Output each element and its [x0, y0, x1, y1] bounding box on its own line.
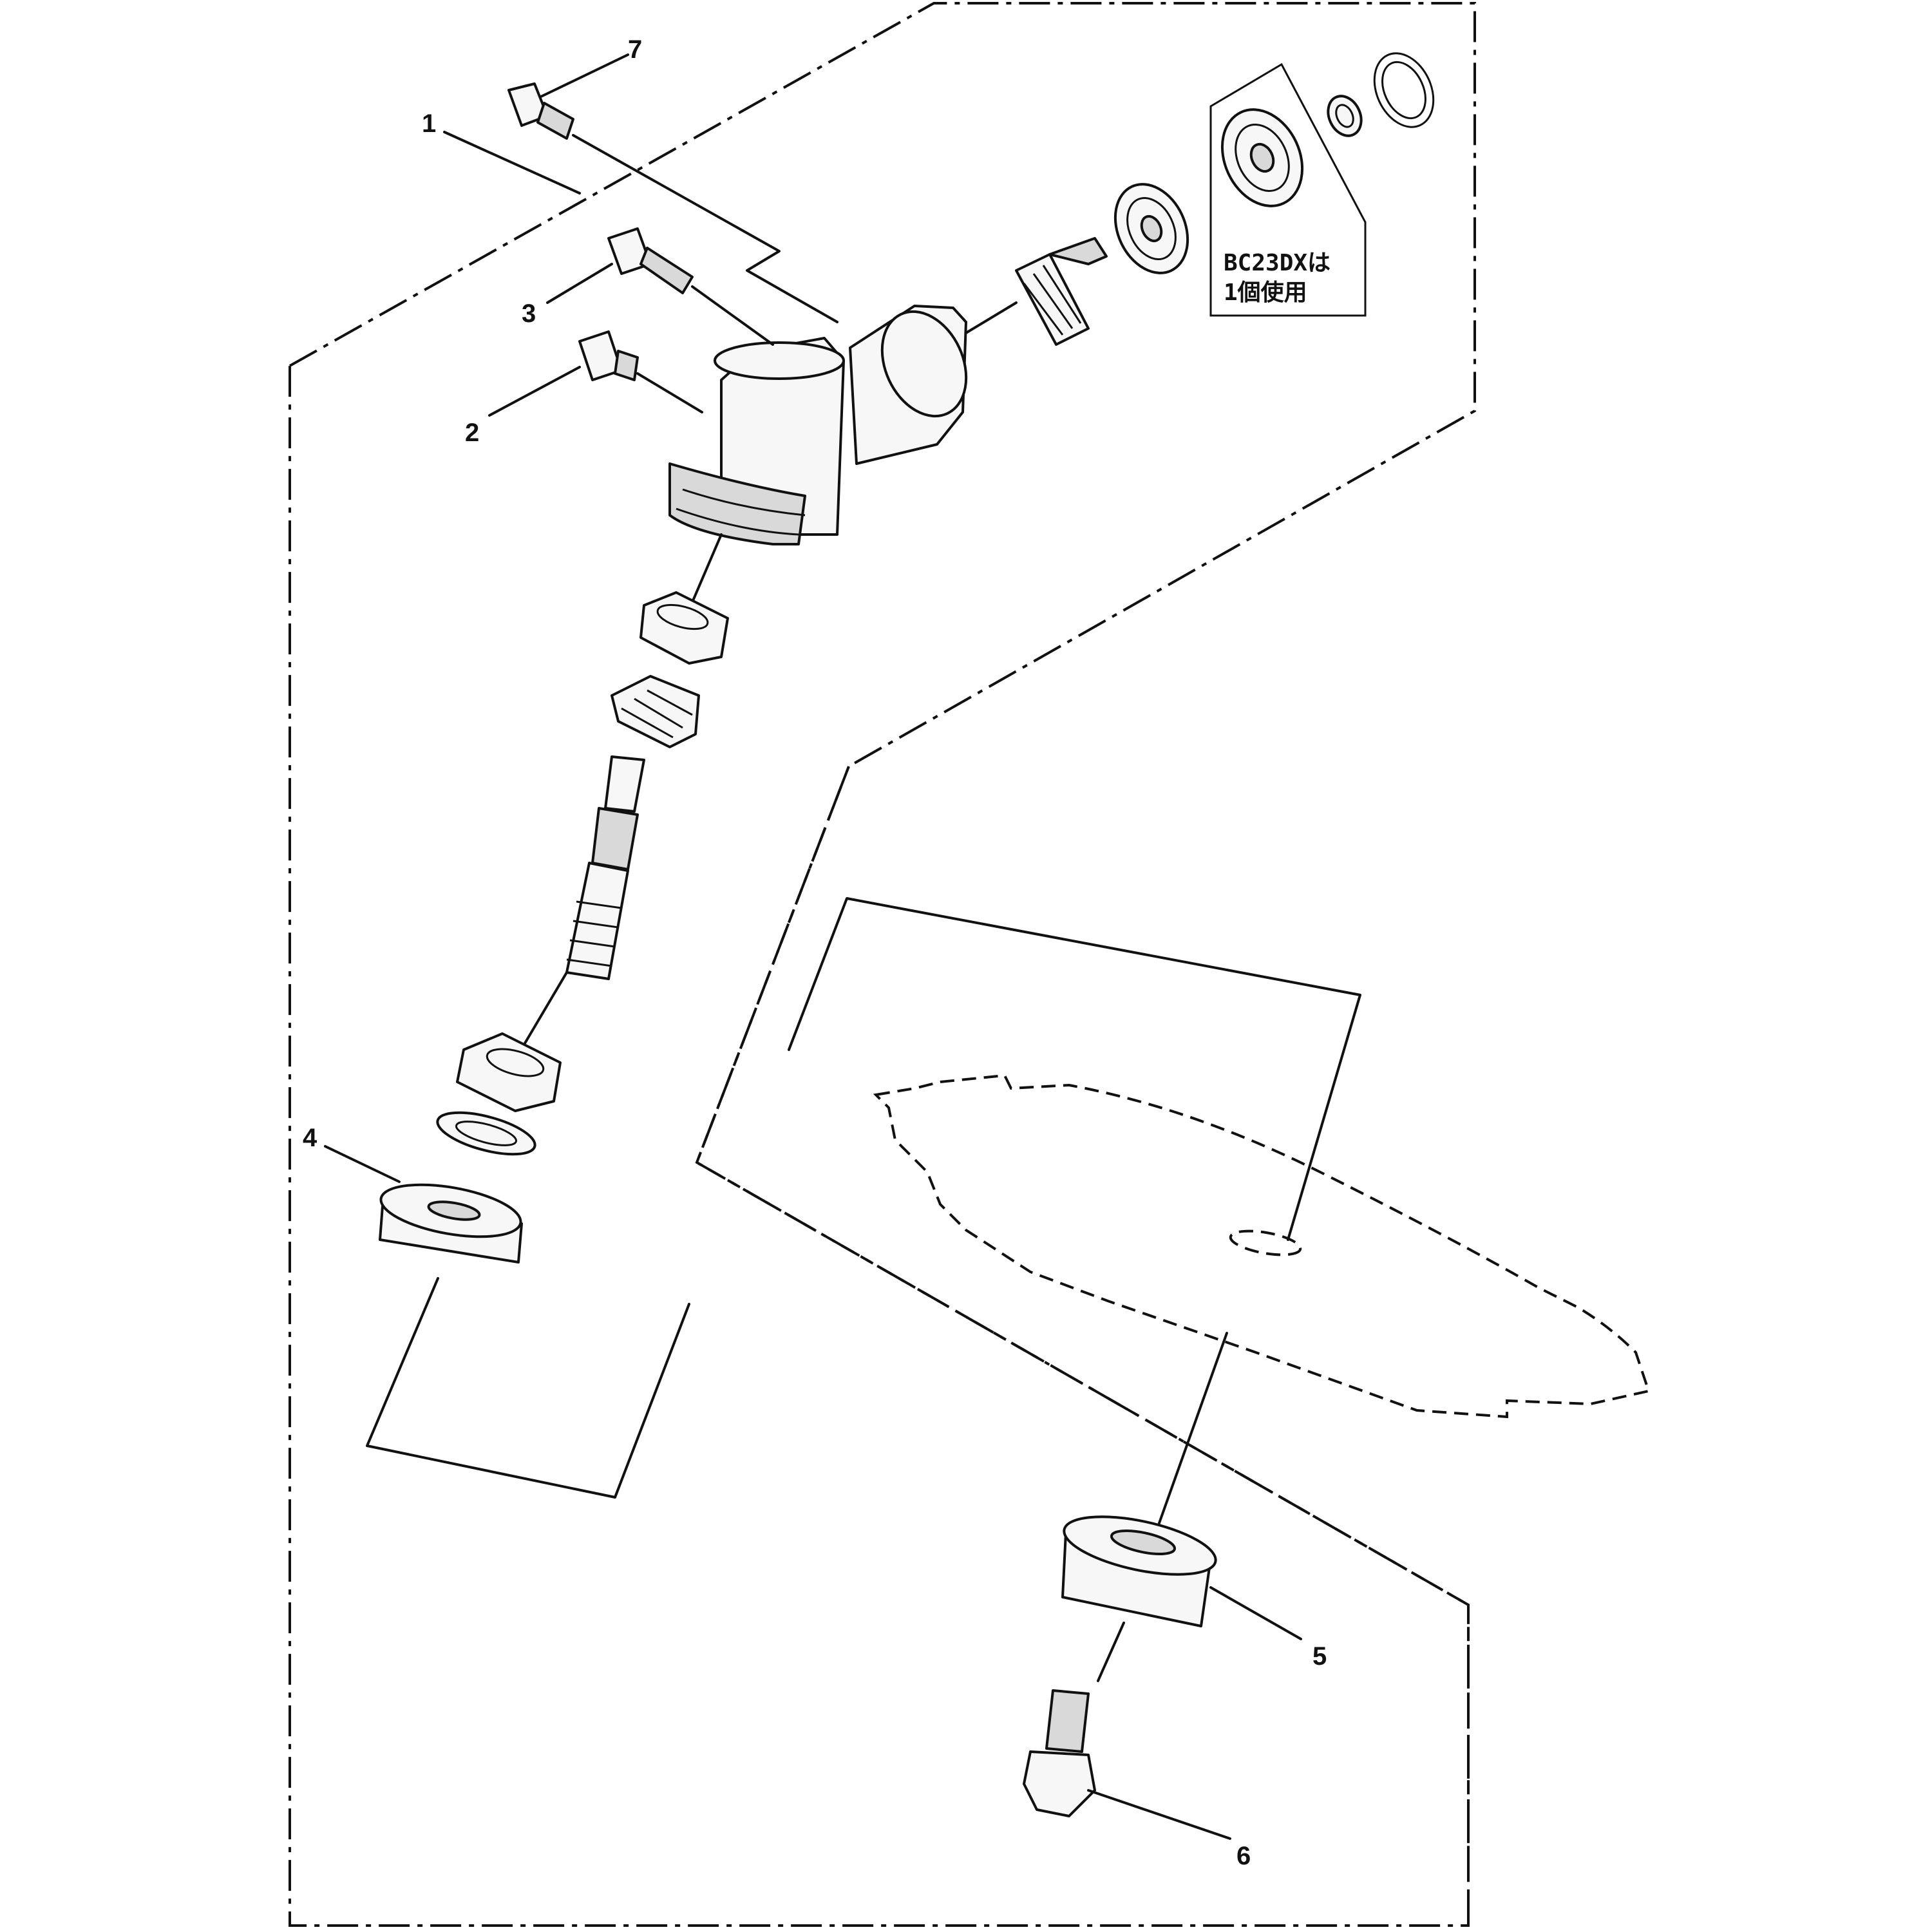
- shaft-line-pinion: [961, 301, 1018, 336]
- screw-3: [607, 227, 694, 294]
- blade-hole: [1229, 1229, 1302, 1256]
- lower-bearing: [456, 1032, 562, 1112]
- washer-small: [1327, 95, 1363, 137]
- leader-callout-3: [546, 263, 613, 304]
- circlip: [1373, 52, 1435, 128]
- shaft-line-bottom: [524, 971, 568, 1045]
- bearing-extra: [1220, 108, 1304, 207]
- leader-callout-4: [324, 1145, 401, 1183]
- leader-callout-1: [443, 131, 581, 194]
- blade-holder-5: [1061, 1515, 1217, 1627]
- shaft-line-nut: [1097, 1622, 1125, 1682]
- spacer-ring: [436, 1111, 536, 1156]
- leader-bolt-7: [572, 134, 838, 323]
- note-line-2: 1個使用: [1224, 279, 1307, 306]
- gear-case: [668, 305, 968, 545]
- leader-callout-6: [1087, 1789, 1231, 1840]
- callout-2: 2: [465, 419, 479, 447]
- note-box: [1209, 62, 1367, 317]
- bearing-input: [1113, 183, 1189, 274]
- cutting-blade: [873, 1074, 1651, 1419]
- upper-bearing: [639, 591, 729, 665]
- shaft-line-blade: [1158, 1332, 1228, 1524]
- assembly-boundary-upper: [289, 2, 1476, 1927]
- callout-3: 3: [522, 299, 536, 328]
- callout-6: 6: [1236, 1842, 1251, 1870]
- output-shaft: [565, 755, 645, 980]
- bevel-pinion: [1015, 237, 1108, 346]
- callout-1: 1: [422, 109, 436, 138]
- blade-bolt-6: [1023, 1689, 1096, 1817]
- callout-4: 4: [303, 1124, 317, 1152]
- note-line-1: BC23DXは: [1224, 250, 1331, 276]
- leader-bolt-2: [636, 372, 703, 413]
- bracket-left: [366, 1277, 690, 1499]
- leader-screw-3: [691, 285, 774, 346]
- receiver-washer-4: [379, 1183, 523, 1264]
- bolt-2: [578, 330, 639, 381]
- bracket-right: [788, 897, 1361, 1241]
- leader-callout-5: [1209, 1586, 1302, 1640]
- leader-callout-2: [488, 366, 581, 417]
- callout-5: 5: [1312, 1642, 1327, 1671]
- leader-callout-7: [540, 53, 629, 98]
- blade-boundary: [695, 766, 1470, 1926]
- callout-7: 7: [628, 35, 642, 64]
- bolt-7: [507, 82, 574, 140]
- shaft-line-top: [691, 533, 723, 603]
- driven-bevel-gear: [611, 675, 700, 748]
